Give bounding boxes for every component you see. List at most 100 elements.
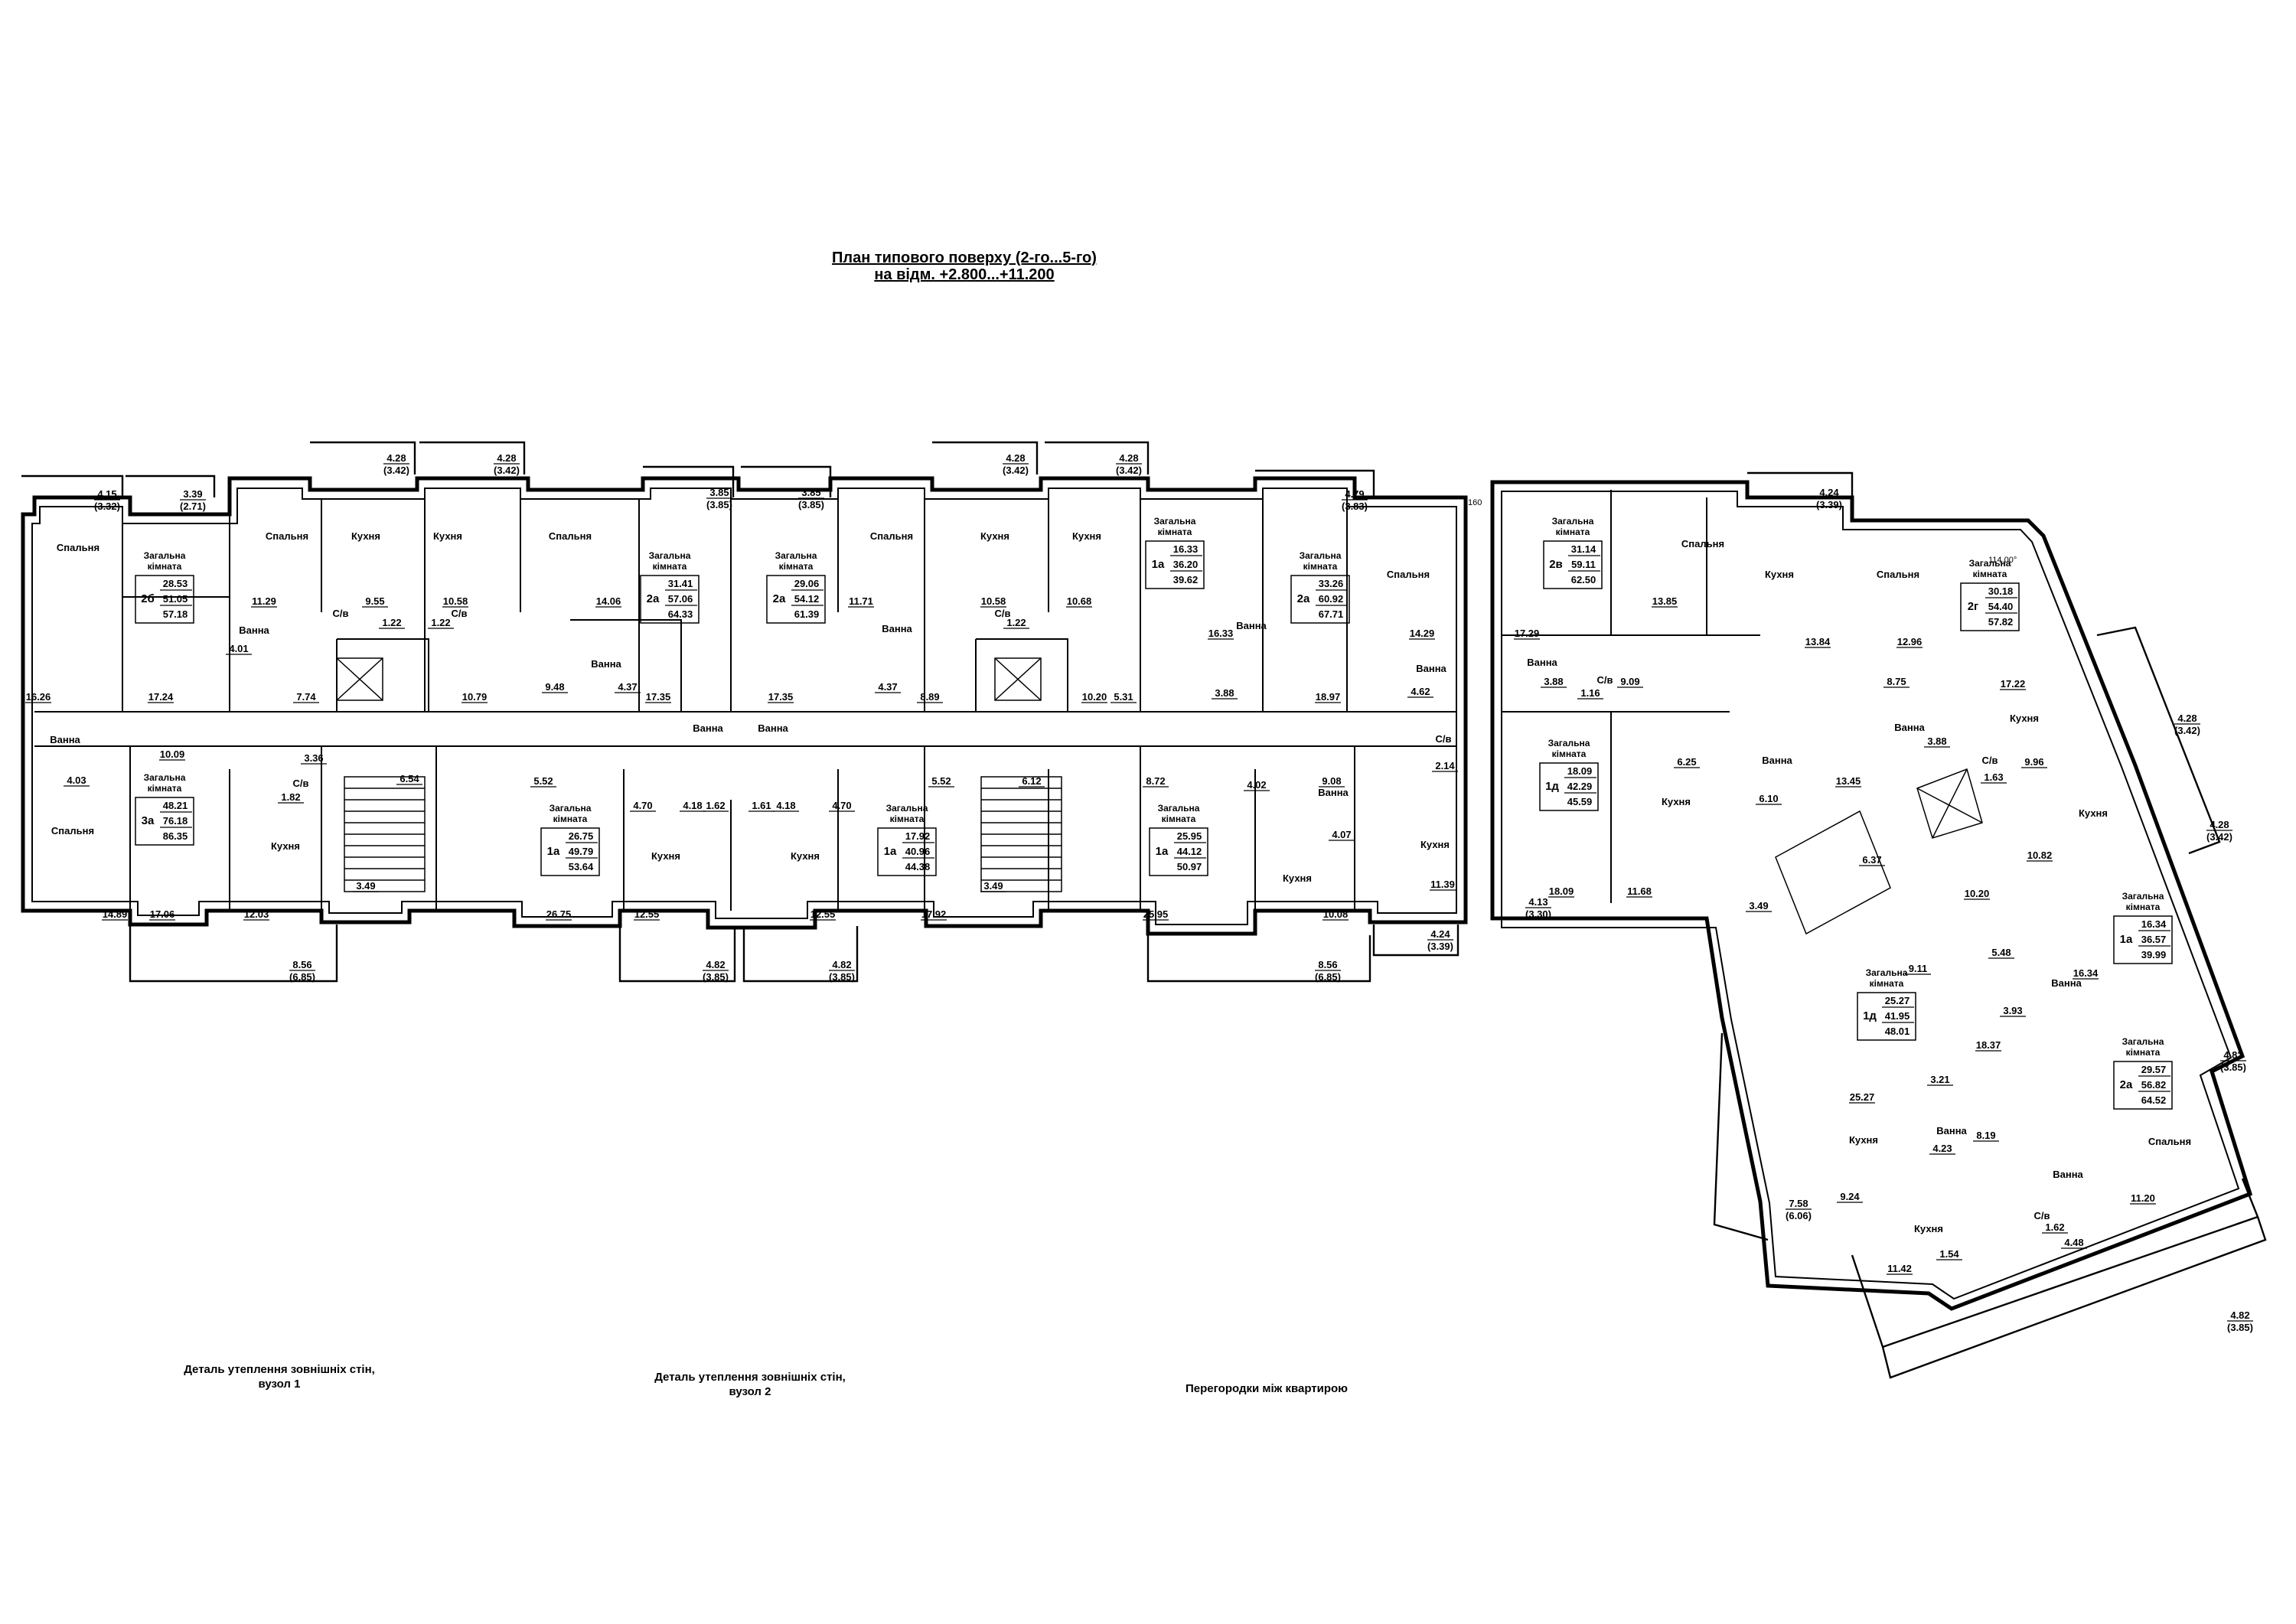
balcony-area: 4.13 (1528, 896, 1548, 908)
balcony-outline (1713, 1032, 1769, 1241)
room-area: 17.92 (921, 908, 947, 920)
apartment-label: Загальна (886, 803, 928, 814)
apartment-label: кімната (2126, 902, 2161, 912)
balcony-outline (21, 474, 216, 497)
room-area: 9.08 (1322, 775, 1341, 787)
balcony-outline (1255, 469, 1375, 497)
total-area: 39.99 (2141, 949, 2167, 960)
balcony-reduced-area: (3.39) (1816, 499, 1842, 510)
balcony-reduced-area: (3.85) (829, 971, 855, 983)
room-area: 11.29 (252, 595, 276, 607)
apartment-label: Загальна (1158, 803, 1200, 814)
apartment-box (1149, 827, 1208, 876)
room-area: 2.14 (1435, 760, 1455, 771)
apartment-label: кімната (653, 561, 687, 572)
room-name: Ванна (1894, 722, 1925, 733)
room-area: 13.85 (1652, 595, 1678, 607)
apartment-type: 2г (1968, 600, 1979, 613)
building-inner-wall (31, 488, 1457, 925)
room-name: Спальня (1387, 569, 1430, 580)
angle-mark: 114.00° (1988, 556, 2017, 565)
room-area: 13.45 (1836, 775, 1861, 787)
room-name: Кухня (980, 530, 1009, 542)
room-area: 4.03 (67, 774, 86, 786)
room-area: 7.74 (296, 691, 316, 703)
room-area: 3.21 (1930, 1074, 1949, 1085)
room-name: С/в (1436, 733, 1452, 745)
balcony-area: 4.82 (2223, 1049, 2242, 1061)
room-area: 8.89 (920, 691, 939, 703)
room-name: Ванна (239, 624, 269, 636)
total-area: 57.82 (1988, 616, 2014, 628)
apartment-area: 44.12 (1177, 846, 1202, 857)
living-area: 30.18 (1988, 585, 2014, 597)
room-area: 9.11 (1909, 963, 1928, 974)
apartment-label: Загальна (144, 772, 186, 783)
room-area: 18.37 (1976, 1039, 2001, 1051)
apartment-box (640, 575, 700, 624)
apartment-label: кімната (1303, 561, 1338, 572)
apartment-box (1960, 582, 2020, 631)
apartment-label: Загальна (2122, 891, 2164, 902)
room-area: 13.84 (1805, 636, 1831, 647)
room-area: 10.68 (1067, 595, 1092, 607)
room-area: 16.26 (26, 691, 51, 703)
apartment-box (1857, 992, 1916, 1041)
balcony-area: 4.28 (1119, 452, 1138, 464)
room-area: 1.62 (706, 800, 725, 811)
apartment-label: Загальна (775, 550, 817, 561)
balcony-reduced-area: (3.42) (2206, 831, 2232, 843)
room-name: Кухня (1662, 796, 1691, 807)
room-area: 8.19 (1976, 1130, 1995, 1141)
room-area: 10.08 (1323, 908, 1349, 920)
apartment-area: 59.11 (1571, 559, 1596, 570)
balcony-area: 4.79 (1345, 488, 1364, 500)
apartment-box (2113, 915, 2173, 964)
apartment-label: кімната (779, 561, 814, 572)
room-area: 4.07 (1332, 829, 1351, 840)
room-area: 10.79 (462, 691, 488, 703)
balcony-reduced-area: (3.83) (1342, 501, 1368, 512)
room-name: Спальня (57, 542, 99, 553)
balcony-area: 4.28 (1006, 452, 1025, 464)
apartment-area: 60.92 (1319, 593, 1344, 605)
balcony-outline (618, 926, 859, 983)
apartment-type: 2б (141, 592, 155, 605)
note-insulation-1-text: Деталь утеплення зовнішніх стін, вузол 1 (184, 1363, 375, 1391)
apartment-box (877, 827, 937, 876)
apartment-label: Загальна (1969, 558, 2011, 569)
room-area: 4.37 (618, 681, 637, 693)
apartment-type: 1д (1863, 1009, 1877, 1022)
room-area: 4.70 (633, 800, 652, 811)
room-area: 4.48 (2064, 1237, 2083, 1248)
room-area: 11.71 (849, 595, 873, 607)
total-area: 61.39 (794, 608, 820, 620)
balcony-reduced-area: (3.85) (2227, 1322, 2253, 1333)
room-name: Спальня (51, 825, 94, 836)
room-name: Ванна (693, 722, 723, 734)
total-area: 50.97 (1177, 861, 1202, 872)
mark-160: 160 (1468, 498, 1482, 507)
apartment-type: 2в (1549, 558, 1563, 571)
apartment-area: 54.12 (794, 593, 820, 605)
balcony-outline (310, 441, 526, 474)
balcony-outline (1881, 1216, 2267, 1379)
room-area: 4.37 (878, 681, 897, 693)
apartment-area: 54.40 (1988, 601, 2014, 612)
balcony-area: 4.24 (1430, 928, 1450, 940)
note-partitions: Перегородки між квартирою (1167, 1381, 1366, 1396)
room-name: Кухня (1072, 530, 1101, 542)
balcony-reduced-area: (3.30) (1525, 908, 1551, 920)
apartment-area: 57.06 (668, 593, 693, 605)
room-name: С/в (2034, 1210, 2050, 1221)
living-area: 26.75 (569, 830, 594, 842)
balcony-area: 4.15 (97, 488, 116, 500)
apartment-label: кімната (1870, 978, 1904, 989)
room-area: 3.88 (1927, 735, 1946, 747)
apartment-area: 51.05 (163, 593, 188, 605)
balcony-reduced-area: (3.39) (1427, 941, 1453, 952)
room-area: 16.34 (2073, 967, 2099, 979)
room-area: 10.20 (1082, 691, 1107, 703)
balcony-areas: 4.15(3.32)3.39(2.71)4.28(3.42)4.28(3.42)… (94, 452, 2253, 1333)
balcony-reduced-area: (2.71) (180, 501, 206, 512)
